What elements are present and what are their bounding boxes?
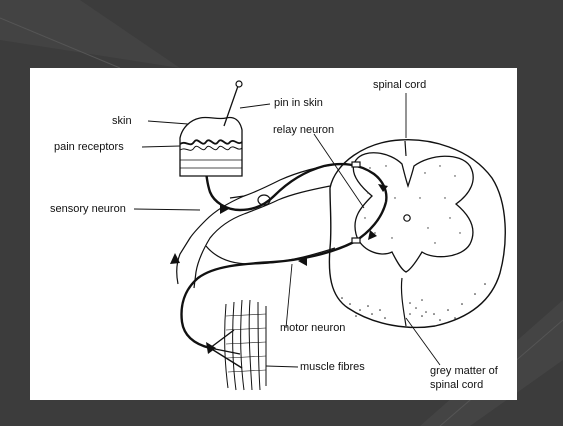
- label-grey-matter-line2: spinal cord: [430, 379, 483, 392]
- label-pin-in-skin: pin in skin: [274, 97, 323, 110]
- skin-block: [180, 117, 242, 176]
- label-grey-matter-line1: grey matter of: [430, 365, 498, 378]
- label-skin: skin: [112, 115, 132, 128]
- label-muscle-fibres: muscle fibres: [300, 361, 365, 374]
- dorsal-root: [230, 164, 340, 198]
- label-motor-neuron: motor neuron: [280, 322, 345, 335]
- label-relay-neuron: relay neuron: [273, 124, 334, 137]
- label-spinal-cord: spinal cord: [373, 79, 426, 92]
- reflex-arc-diagram: [30, 68, 517, 400]
- muscle-fibres-drawing: [210, 300, 266, 390]
- label-pain-receptors: pain receptors: [54, 141, 124, 154]
- dorsal-root-lower: [244, 186, 330, 214]
- label-sensory-neuron: sensory neuron: [50, 203, 126, 216]
- diagram-panel: spinal cord pin in skin skin relay neuro…: [30, 68, 517, 400]
